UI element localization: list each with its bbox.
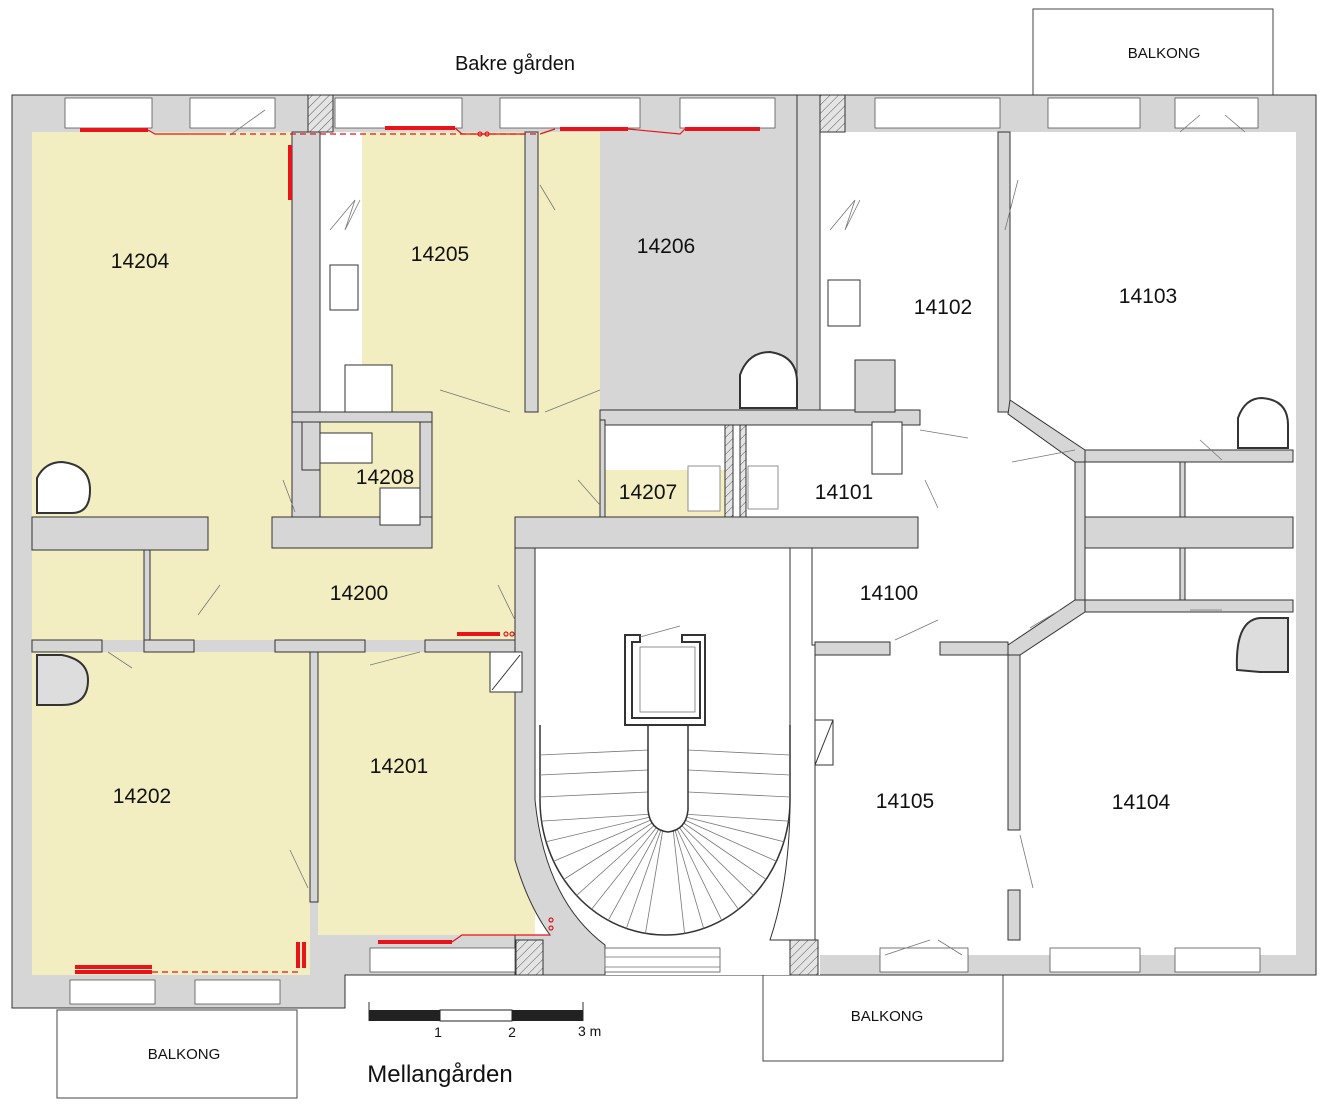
room-label-14201: 14201 (370, 755, 428, 778)
stair-tread (672, 829, 685, 934)
staircase (539, 625, 791, 968)
room-label-14206: 14206 (637, 235, 695, 258)
room-label-14103: 14103 (1119, 285, 1177, 308)
balcony-label: BALKONG (148, 1046, 221, 1063)
scale-tick-label: 2 (508, 1024, 516, 1040)
scale-tick-label: 1 (434, 1024, 442, 1040)
elevator-shaft (624, 634, 706, 726)
stair-tread (539, 791, 649, 798)
stair-tread (576, 821, 659, 896)
scale-bar: 1 2 3 m (368, 1002, 601, 1040)
room-label-14100: 14100 (860, 582, 918, 605)
stair-tread (680, 817, 777, 862)
stair-tread (682, 813, 789, 822)
stair-tread (607, 825, 661, 921)
fixtures (36, 109, 1289, 956)
balcony-top-right (1032, 8, 1274, 96)
bottom-courtyard-label: Mellangården (367, 1061, 512, 1088)
room-labels: 14204 14205 14206 14208 14207 14200 1420… (111, 235, 1177, 814)
stair-tread (676, 823, 739, 910)
room-label-14204: 14204 (111, 250, 170, 273)
stair-tread (677, 821, 754, 896)
balcony-label: BALKONG (851, 1008, 924, 1025)
stair-tread (553, 817, 656, 862)
room-label-14105: 14105 (876, 790, 934, 813)
stair-tread (625, 827, 662, 929)
stove-icon (1237, 396, 1289, 449)
interior-walls (31, 94, 1294, 976)
room-label-14202: 14202 (113, 785, 171, 808)
stair-tread (681, 815, 784, 843)
stair-tread (678, 819, 767, 880)
stove-icon (36, 654, 90, 706)
balcony-label: BALKONG (1128, 45, 1201, 62)
stair-tread (539, 769, 649, 776)
selected-apartment-fill (32, 132, 725, 975)
stair-tread (539, 749, 649, 756)
stair-tread (546, 815, 655, 843)
room-label-14205: 14205 (411, 243, 469, 266)
stove-icon (739, 350, 798, 409)
stove-icon (1235, 617, 1289, 673)
red-markings (75, 126, 760, 974)
stair-tread (675, 825, 723, 921)
scale-tick-label: 3 m (578, 1023, 601, 1039)
stair-tread (563, 819, 658, 880)
stair-tread (674, 827, 705, 929)
stair-tread (687, 769, 791, 776)
room-label-14208: 14208 (356, 466, 414, 489)
top-courtyard-label: Bakre gården (455, 53, 575, 75)
stove-icon (36, 460, 92, 514)
room-label-14104: 14104 (1112, 791, 1171, 814)
stair-tread (591, 823, 660, 910)
room-label-14200: 14200 (330, 582, 388, 605)
stair-tread (541, 813, 654, 822)
stair-tread (645, 829, 664, 934)
stair-tread (687, 791, 791, 798)
windows (64, 94, 1261, 1005)
balcony-bottom-left (56, 1009, 298, 1099)
room-label-14101: 14101 (815, 481, 873, 504)
room-label-14207: 14207 (619, 481, 677, 504)
room-label-14102: 14102 (914, 296, 972, 319)
stair-tread (687, 749, 791, 756)
